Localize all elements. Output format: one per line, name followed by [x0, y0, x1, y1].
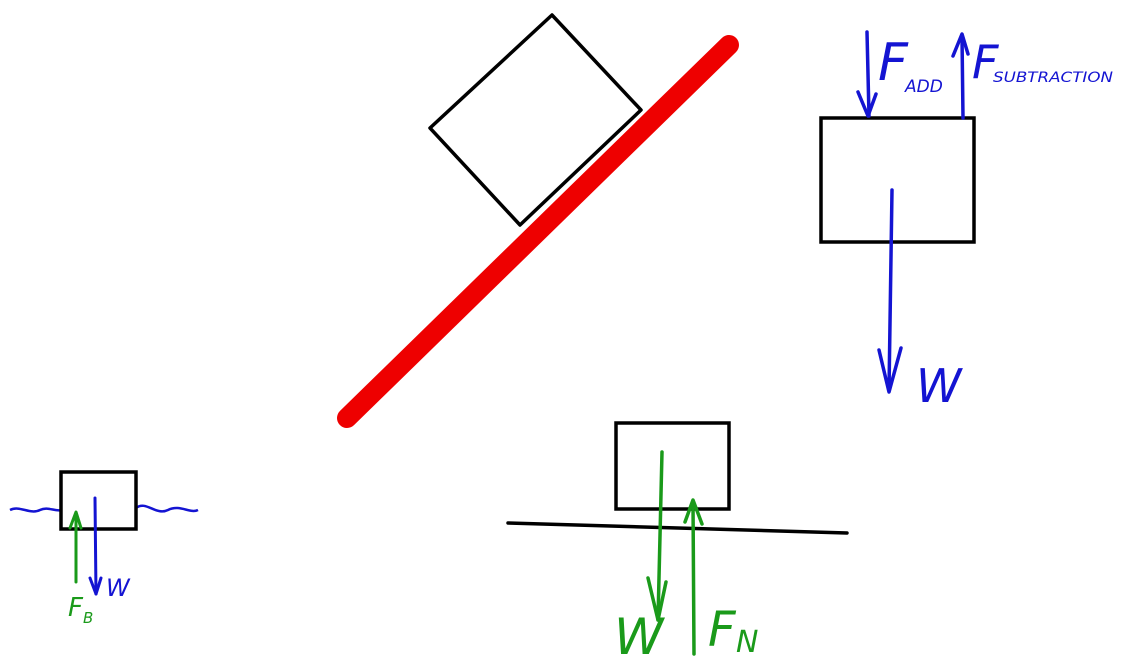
surface-block	[614, 421, 731, 511]
hanging-weight-arrow	[877, 188, 903, 394]
water-surface-left	[9, 507, 63, 513]
f-subtraction-arrow	[951, 32, 970, 120]
floating-weight-label: W	[106, 574, 131, 602]
surface-weight-arrow	[646, 450, 668, 622]
hanging-block-diagram: F ADD F SUBTRACTION W	[819, 30, 1114, 413]
incline-block	[428, 13, 643, 227]
incline-diagram	[337, 13, 739, 428]
surface-weight-label: W	[614, 608, 665, 659]
buoyant-label-main: F	[68, 593, 84, 623]
floating-block	[59, 470, 138, 531]
water-surface-right	[135, 504, 199, 513]
buoyant-force-arrow	[68, 510, 83, 584]
buoyant-label-sub: B	[83, 609, 93, 627]
f-subtraction-label-sub: SUBTRACTION	[993, 70, 1114, 86]
f-add-arrow	[856, 30, 878, 118]
normal-force-arrow	[683, 498, 704, 656]
hanging-block	[819, 116, 976, 244]
normal-force-label-sub: N	[736, 625, 758, 659]
ground-surface	[506, 521, 849, 535]
floating-weight-arrow	[88, 496, 103, 596]
f-subtraction-label-main: F	[972, 35, 999, 89]
floating-block-diagram: F B W	[9, 470, 199, 627]
f-add-label-main: F	[878, 33, 909, 93]
incline-surface	[337, 35, 739, 428]
surface-block-diagram: W F N	[506, 421, 849, 659]
hanging-weight-label: W	[916, 359, 963, 413]
normal-force-label-main: F	[708, 602, 737, 658]
f-add-label-sub: ADD	[904, 77, 943, 97]
